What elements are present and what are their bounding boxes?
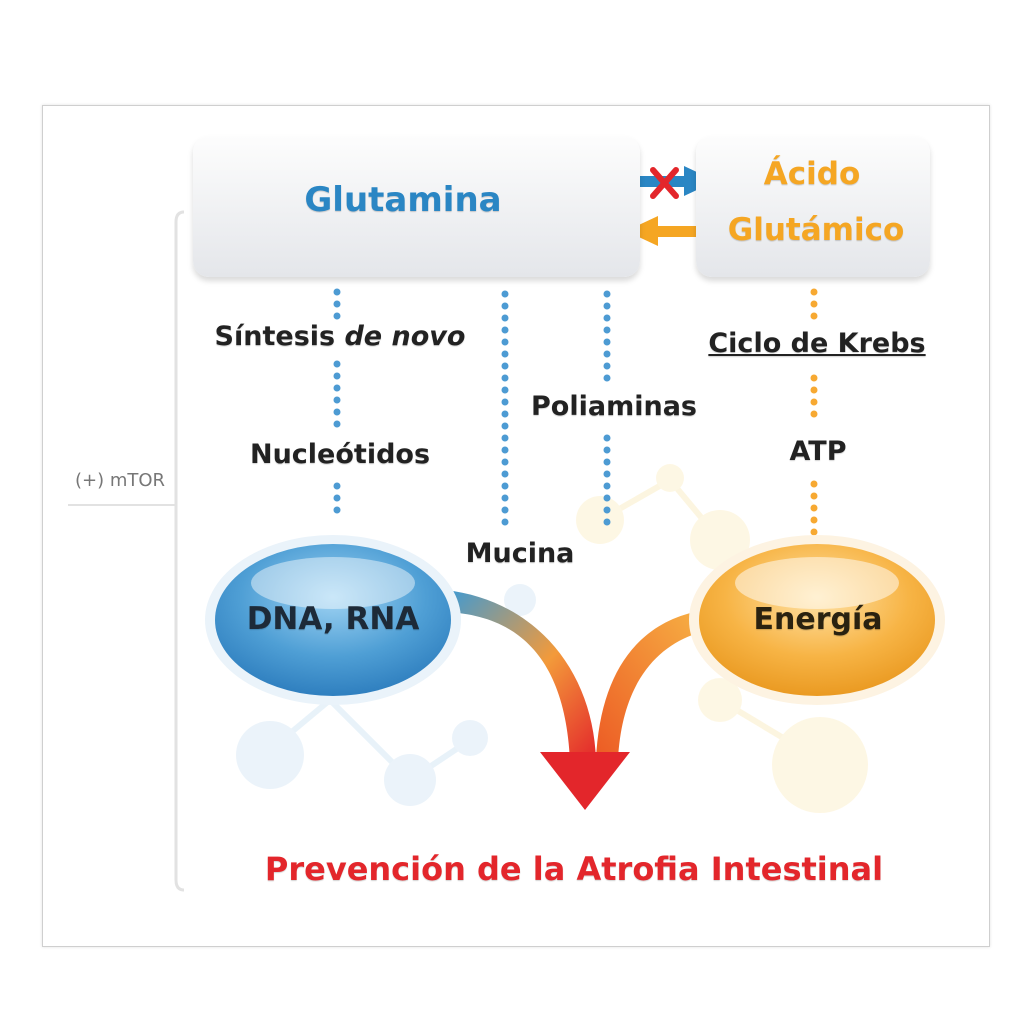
blocked-x-icon <box>650 167 679 199</box>
mtor-label: (+) mTOR <box>74 470 166 491</box>
nucleotidos-label: Nucleótidos <box>249 439 431 470</box>
ciclo-de-krebs-label: Ciclo de Krebs <box>708 328 926 359</box>
mtor-bracket <box>174 210 185 892</box>
mucina-label: Mucina <box>465 538 575 569</box>
down-arrowhead-icon <box>540 752 630 810</box>
atp-label: ATP <box>789 436 847 467</box>
glutamina-label: Glutamina <box>304 180 502 220</box>
glutamico-label: Glutámico <box>727 212 905 248</box>
node-dna-rna <box>205 535 461 705</box>
backward-arrow-icon <box>626 216 716 246</box>
outcome-label: Prevención de la Atrofia Intestinal <box>264 850 884 888</box>
left-curved-arrow <box>445 590 596 760</box>
sintesis-de-novo-label: Síntesis de novo <box>214 321 466 352</box>
energia-label: Energía <box>753 602 883 637</box>
acido-glutamico-box <box>696 136 930 277</box>
poliaminas-label: Poliaminas <box>531 391 697 422</box>
acido-label: Ácido <box>763 156 861 192</box>
dna-rna-label: DNA, RNA <box>246 601 420 637</box>
dotted-connectors <box>333 288 818 538</box>
glutamina-box <box>193 136 640 277</box>
molecule-decoration-icon <box>236 464 868 813</box>
node-energia <box>689 535 945 705</box>
